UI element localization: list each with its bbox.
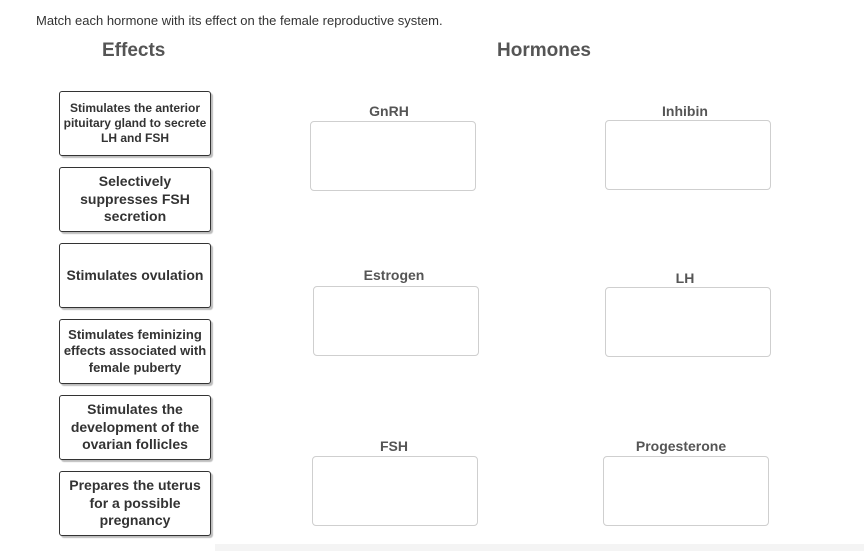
effect-card-inhibin-effect[interactable]: Selectively suppresses FSH secretion — [59, 167, 211, 232]
drop-zone-lh[interactable] — [605, 287, 771, 357]
drop-zone-gnrh[interactable] — [310, 121, 476, 191]
hormones-heading: Hormones — [497, 40, 591, 61]
hormone-label-estrogen: Estrogen — [363, 267, 425, 283]
effect-card-gnrh-effect[interactable]: Stimulates the anterior pituitary gland … — [59, 91, 211, 156]
bottom-strip — [215, 544, 864, 551]
effect-card-ovulation[interactable]: Stimulates ovulation — [59, 243, 211, 308]
hormone-label-progesterone: Progesterone — [635, 438, 727, 454]
hormone-label-fsh: FSH — [380, 438, 408, 454]
hormone-label-inhibin: Inhibin — [662, 103, 708, 119]
drop-zone-estrogen[interactable] — [313, 286, 479, 356]
instructions-text: Match each hormone with its effect on th… — [36, 13, 443, 28]
effects-heading: Effects — [102, 40, 166, 61]
drop-zone-progesterone[interactable] — [603, 456, 769, 526]
drop-zone-fsh[interactable] — [312, 456, 478, 526]
effect-card-follicles[interactable]: Stimulates the development of the ovaria… — [59, 395, 211, 460]
hormone-label-gnrh: GnRH — [369, 103, 409, 119]
effect-card-feminizing[interactable]: Stimulates feminizing effects associated… — [59, 319, 211, 384]
effect-card-uterus[interactable]: Prepares the uterus for a possible pregn… — [59, 471, 211, 536]
hormone-label-lh: LH — [675, 270, 695, 286]
drop-zone-inhibin[interactable] — [605, 120, 771, 190]
